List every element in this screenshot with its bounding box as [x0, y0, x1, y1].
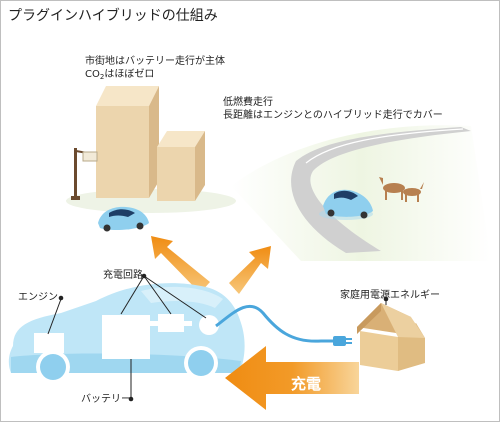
grass-field — [231, 125, 491, 261]
street-lamp-icon — [71, 148, 98, 200]
highway-description: 低燃費走行 長距離はエンジンとのハイブリッド走行でカバー — [223, 96, 443, 122]
co2-subscript: 2 — [99, 73, 105, 81]
short-building — [157, 131, 205, 147]
co2-suffix: はほぼゼロ — [104, 69, 155, 80]
charge-arrow — [225, 346, 359, 410]
deer-icon — [379, 177, 424, 202]
city-line-1: 市街地はバッテリー走行が主体 — [85, 56, 225, 67]
label-charge: 充電 — [291, 375, 322, 393]
arrow-to-highway — [229, 246, 271, 294]
plug-icon — [333, 336, 346, 346]
highway-line-2: 長距離はエンジンとのハイブリッド走行でカバー — [223, 110, 443, 121]
co2-text: CO — [85, 69, 100, 80]
highway-scene — [231, 125, 491, 261]
battery-box — [102, 315, 150, 359]
city-car-icon — [98, 206, 149, 232]
charging-port — [199, 315, 219, 335]
hybrid-car-icon — [319, 189, 373, 220]
city-description: 市街地はバッテリー走行が主体 CO2はほぼゼロ — [85, 55, 225, 84]
house-icon — [357, 303, 425, 371]
highway-line-1: 低燃費走行 — [223, 97, 273, 108]
charging-circuit-box — [158, 314, 184, 332]
diagram-title: プラグインハイブリッドの仕組み — [8, 8, 218, 24]
city-line-2: CO2はほぼゼロ — [85, 68, 225, 84]
label-charging-circuit: 充電回路 — [103, 270, 143, 281]
engine-box — [34, 333, 64, 353]
charging-cable — [215, 304, 352, 346]
leader-dots — [58, 273, 389, 402]
tall-building — [96, 86, 159, 106]
road — [291, 127, 471, 253]
label-home-power: 家庭用電源エネルギー — [340, 290, 440, 301]
leader-lines — [47, 275, 387, 399]
label-battery: バッテリー — [81, 394, 131, 405]
main-car — [8, 283, 245, 384]
label-engine: エンジン — [18, 292, 58, 303]
road-centerline — [305, 128, 464, 164]
city-scene — [66, 86, 236, 232]
arrow-to-city — [151, 236, 210, 293]
